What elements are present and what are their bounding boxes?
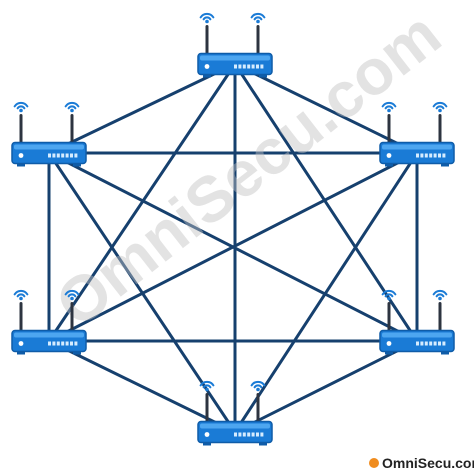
- wireless-router-icon: [379, 289, 455, 355]
- wifi-signal-icon: [432, 289, 448, 301]
- wifi-signal-icon: [250, 380, 266, 392]
- wifi-signal-icon: [64, 289, 80, 301]
- link-router-top-to-router-upper-left: [47, 62, 237, 155]
- wifi-signal-icon: [13, 101, 29, 113]
- wireless-router-icon: [379, 101, 455, 167]
- links-layer: [47, 62, 419, 434]
- nodes-layer: [11, 12, 455, 446]
- router-lower-left: [11, 289, 87, 355]
- router-top: [197, 12, 273, 78]
- wifi-signal-icon: [432, 101, 448, 113]
- wifi-signal-icon: [199, 12, 215, 24]
- wifi-signal-icon: [381, 101, 397, 113]
- router-bottom: [197, 380, 273, 446]
- wifi-signal-icon: [250, 12, 266, 24]
- footer-logo: OmniSecu.com: [369, 455, 474, 471]
- link-router-lower-right-to-router-bottom: [233, 339, 419, 434]
- link-router-bottom-to-router-lower-left: [47, 339, 237, 434]
- wifi-signal-icon: [199, 380, 215, 392]
- link-router-top-to-router-upper-right: [233, 62, 419, 155]
- wifi-signal-icon: [381, 289, 397, 301]
- link-router-top-to-router-lower-left: [47, 62, 237, 343]
- router-upper-right: [379, 101, 455, 167]
- watermark: OmniSecu.com: [42, 0, 453, 341]
- wifi-signal-icon: [64, 101, 80, 113]
- wireless-router-icon: [197, 12, 273, 78]
- footer-brand: OmniSecu.com: [382, 455, 474, 471]
- wifi-signal-icon: [13, 289, 29, 301]
- router-lower-right: [379, 289, 455, 355]
- wireless-router-icon: [197, 380, 273, 446]
- footer-logo-icon: [369, 458, 379, 468]
- wireless-router-icon: [11, 101, 87, 167]
- router-upper-left: [11, 101, 87, 167]
- link-router-lower-right-to-router-upper-left: [47, 151, 419, 343]
- wireless-router-icon: [11, 289, 87, 355]
